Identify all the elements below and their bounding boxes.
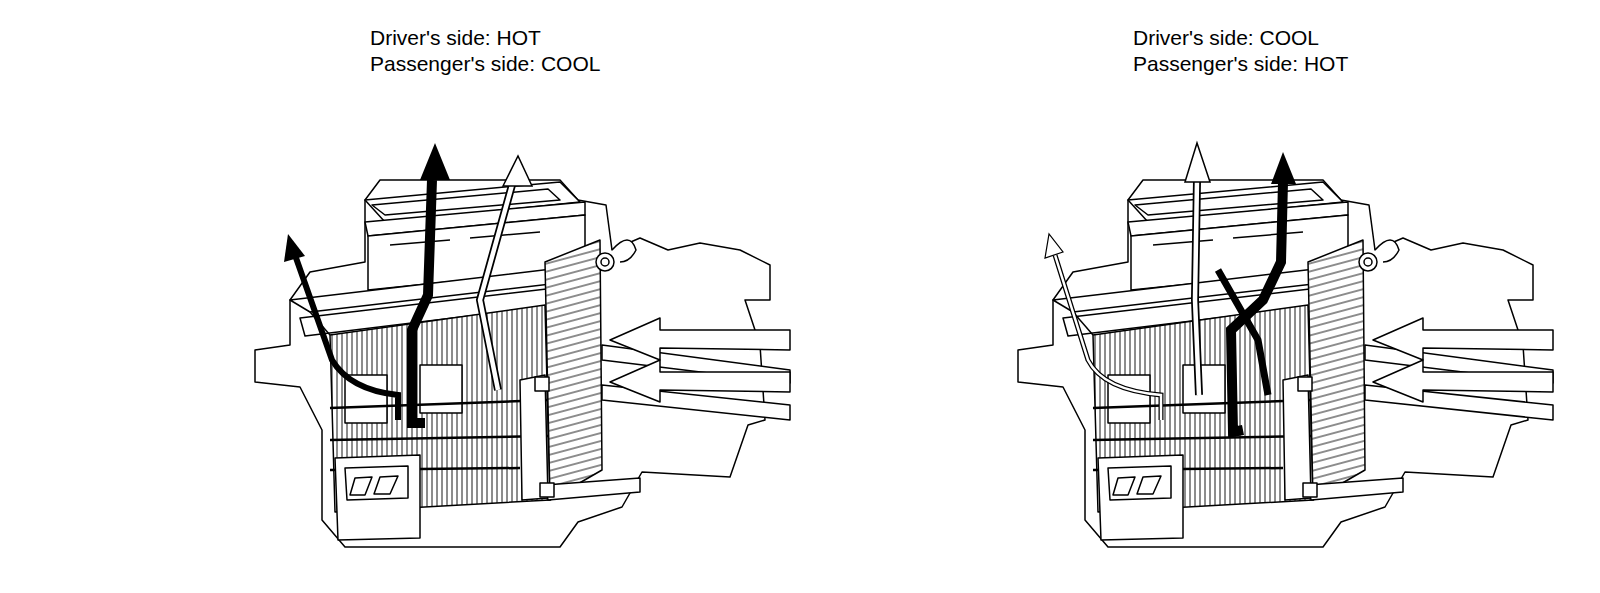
side-temperature-label: Passenger's side: HOT	[1131, 51, 1350, 77]
side-temperature-label: Driver's side: COOL	[1131, 25, 1321, 51]
side-temperature-label: Driver's side: HOT	[368, 25, 543, 51]
side-temperature-label: Passenger's side: COOL	[368, 51, 602, 77]
